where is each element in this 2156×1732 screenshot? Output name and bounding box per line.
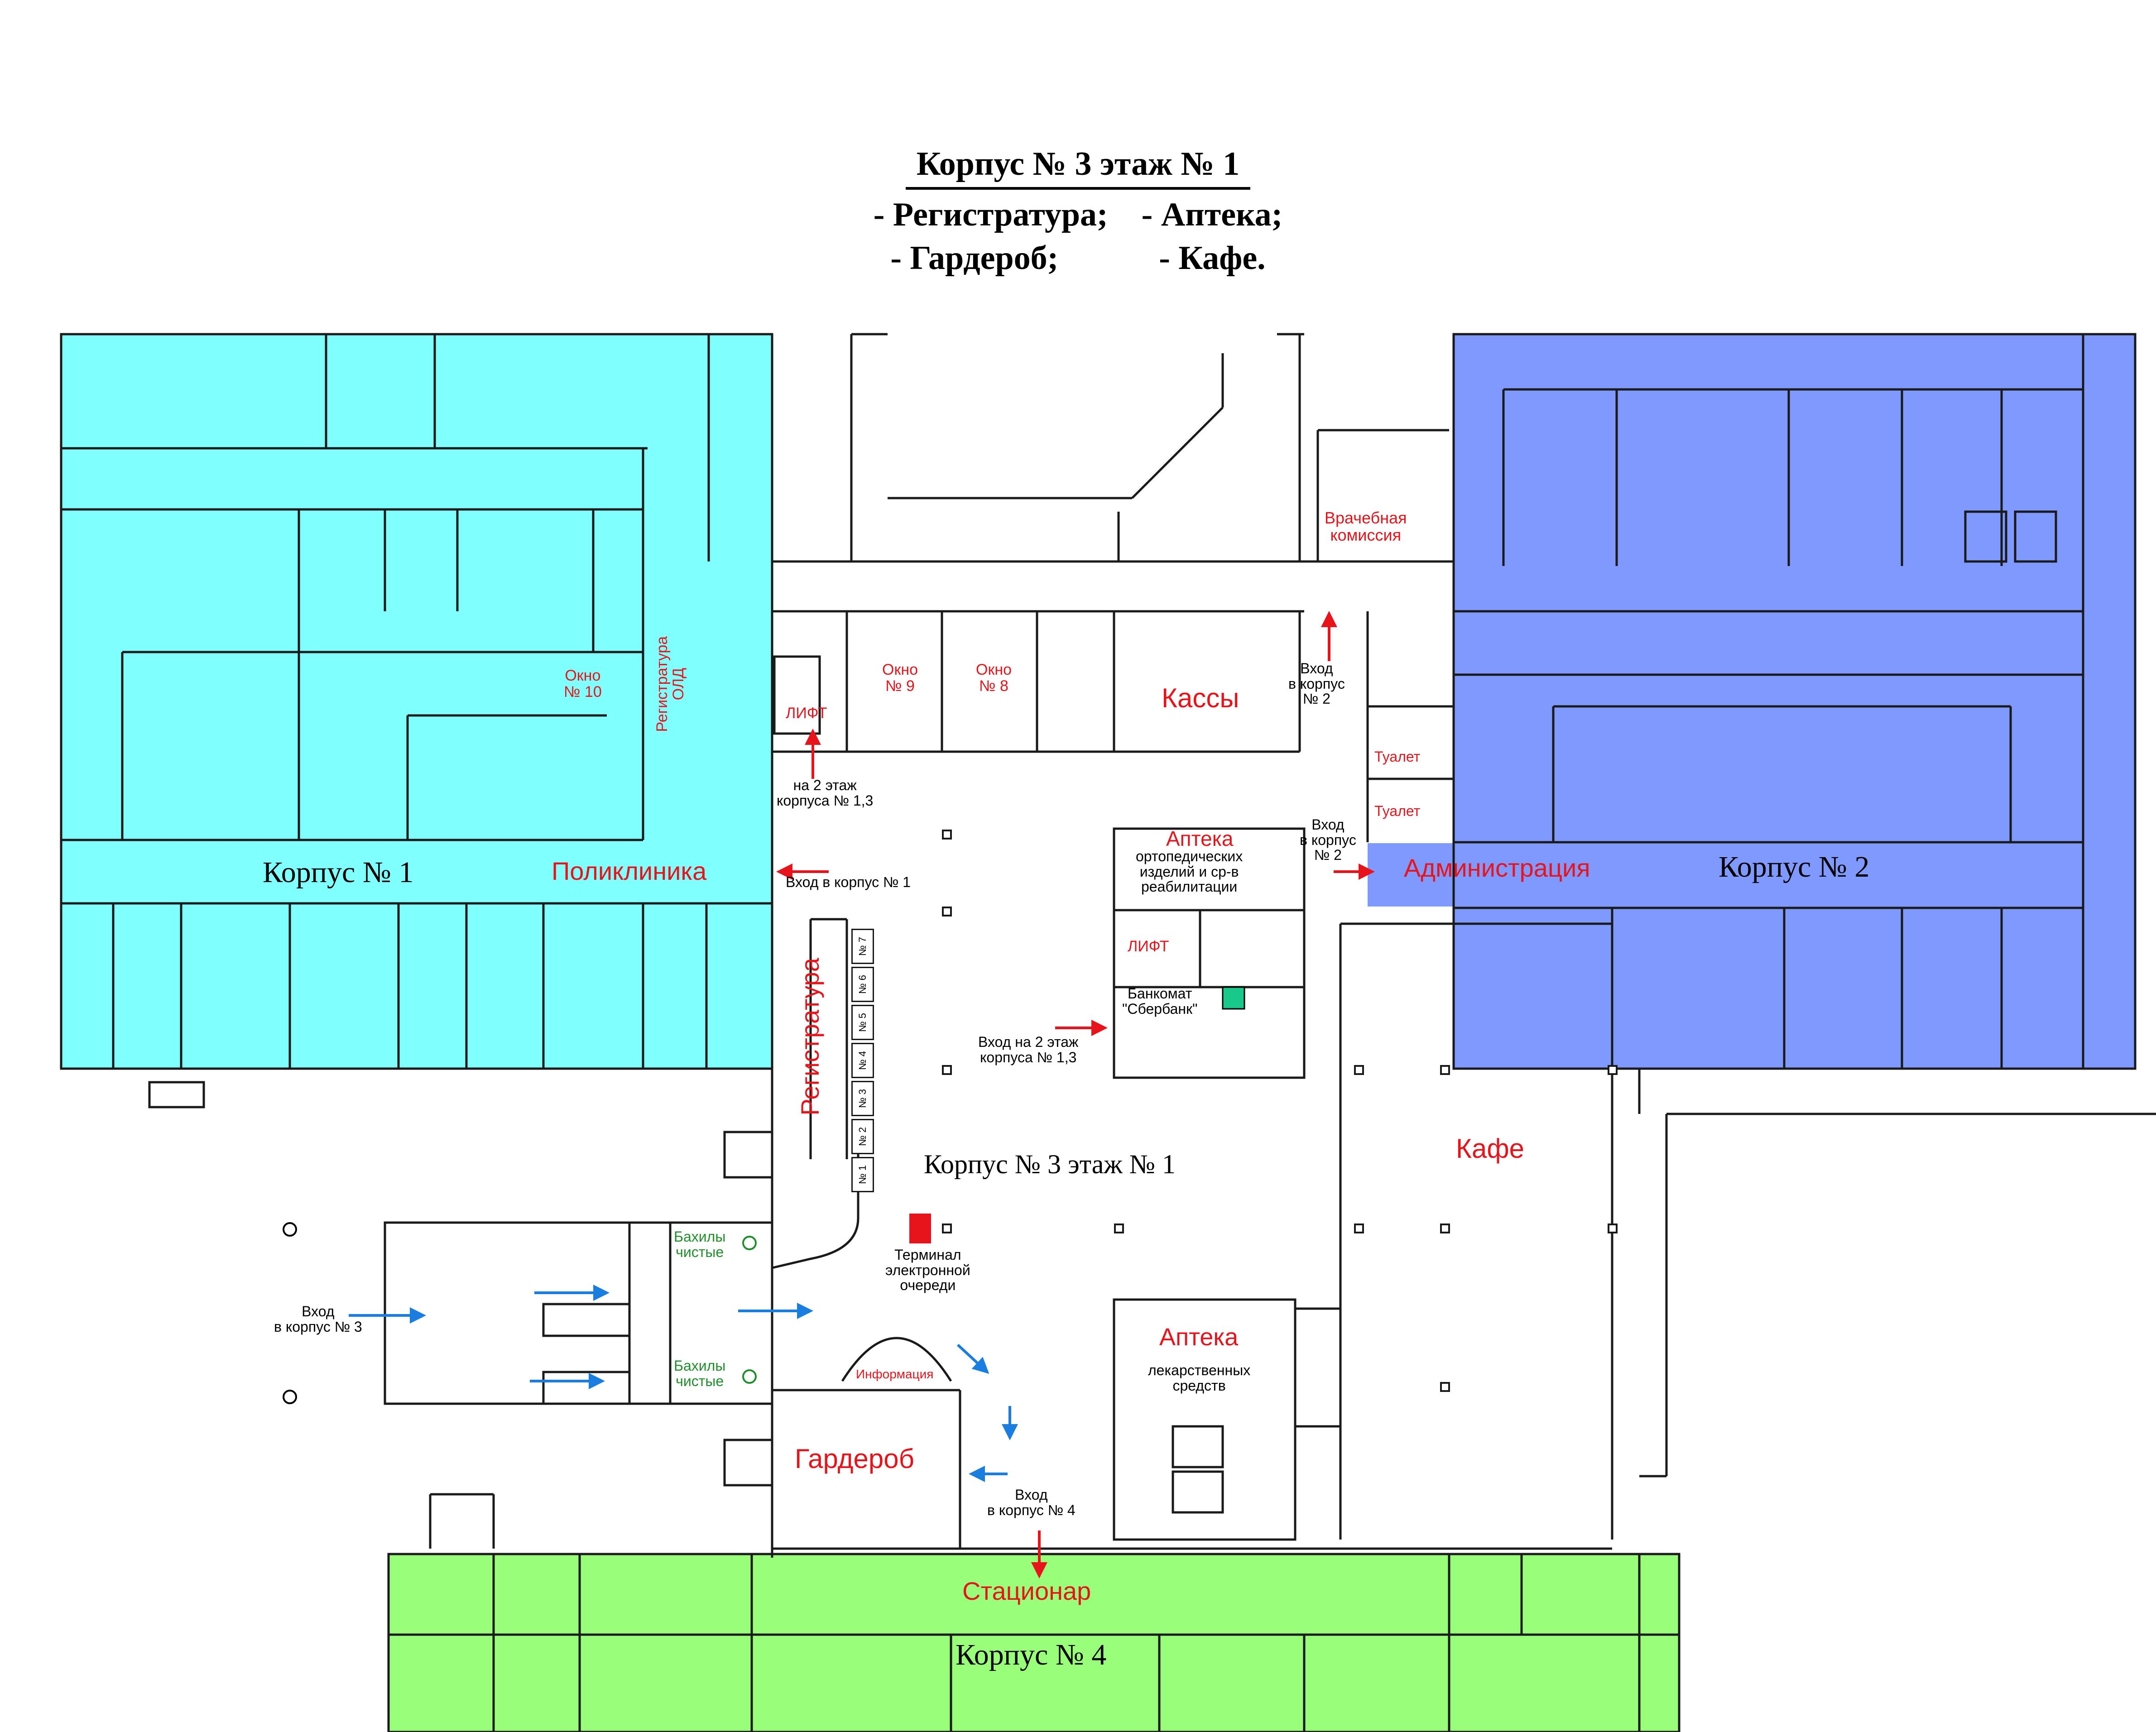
label-registratura: Регистратура [795, 958, 824, 1116]
label-korpus4: Корпус № 4 [956, 1638, 1107, 1671]
registration-window: № 5 [851, 1005, 874, 1040]
label-kafe: Кафе [1456, 1133, 1525, 1164]
label-kassy: Кассы [1162, 683, 1239, 713]
registration-window: № 7 [851, 929, 874, 964]
label-toilet-1: Туалет [1374, 748, 1421, 765]
outdoor-post-1 [283, 1222, 297, 1237]
label-okno10: Окно № 10 [564, 667, 602, 700]
label-registratura-old: Регистратура ОЛД [653, 636, 687, 732]
label-entry-k3: Вход в корпус № 3 [274, 1303, 362, 1335]
label-polyclinic: Поликлиника [552, 857, 707, 885]
bankomat-marker [1222, 986, 1245, 1010]
label-bakhily-1: Бахилы чистые [674, 1228, 726, 1260]
label-korpus2: Корпус № 2 [1719, 850, 1870, 883]
label-vrach-komissiya: Врачебная комиссия [1325, 509, 1407, 544]
korpus4-zone [389, 1554, 1679, 1732]
korpus2-zone [1454, 334, 2135, 1069]
blue-arrows [349, 1285, 1018, 1482]
label-lift-1: ЛИФТ [786, 705, 827, 722]
bakhily-bin-2 [742, 1369, 757, 1384]
label-apteka-drugs: Аптека [1159, 1324, 1239, 1351]
walls-korpus1 [60, 333, 773, 1070]
terminal-marker [909, 1214, 931, 1243]
red-arrows [776, 611, 1375, 1578]
bakhily-bin-1 [742, 1236, 757, 1250]
label-bankomat: Банкомат "Сбербанк" [1122, 985, 1198, 1017]
label-to-floor2: на 2 этаж корпуса № 1,3 [777, 777, 874, 809]
label-entry-k4: Вход в корпус № 4 [987, 1487, 1076, 1518]
walls-korpus2 [1452, 333, 2137, 1070]
arrow-blue-4 [956, 1343, 989, 1374]
korpus2-corridor-zone [1368, 843, 1454, 907]
label-informatsiya: Информация [856, 1367, 934, 1381]
page-title-text: Корпус № 3 этаж № 1 [905, 145, 1251, 190]
korpus1-zone [61, 334, 772, 1069]
registration-window: № 2 [851, 1119, 874, 1154]
label-stationary: Стационар [962, 1577, 1091, 1605]
registration-window-label: № 1 [857, 1165, 868, 1184]
label-okno8: Окно № 8 [976, 661, 1012, 695]
label-entry-k2-mid: Вход в корпус № 2 [1300, 816, 1356, 864]
registration-window-label: № 3 [857, 1089, 868, 1108]
label-administration: Администрация [1404, 854, 1590, 882]
registration-window-label: № 2 [857, 1127, 868, 1146]
label-garderob: Гардероб [795, 1444, 914, 1474]
walls-korpus4 [387, 1553, 1681, 1732]
label-okno9: Окно № 9 [882, 661, 918, 695]
label-korpus1: Корпус № 1 [263, 856, 414, 889]
registration-window-label: № 6 [857, 975, 868, 994]
label-entry-k2-top: Вход в корпус № 2 [1288, 660, 1345, 707]
label-entry-floor2: Вход на 2 этаж корпуса № 1,3 [978, 1034, 1079, 1065]
registration-window-label: № 7 [857, 937, 868, 956]
legend-line-2: - Гардероб; - Кафе. [890, 240, 1266, 277]
registration-window: № 3 [851, 1081, 874, 1116]
label-apteka-drugs-sub: лекарственных средств [1148, 1362, 1251, 1394]
walls-korpus3 [148, 333, 2156, 1558]
label-lift-2: ЛИФТ [1128, 938, 1169, 955]
label-apteka-ortho-sub: ортопедических изделий и ср-в реабилитац… [1136, 848, 1243, 895]
label-terminal: Терминал электронной очереди [885, 1247, 970, 1294]
label-toilet-2: Туалет [1374, 803, 1421, 819]
label-apteka-ortho: Аптека [1166, 827, 1234, 850]
legend-line-1: - Регистратура; - Аптека; [873, 196, 1283, 233]
registration-window-label: № 5 [857, 1013, 868, 1032]
registration-window-label: № 4 [857, 1051, 868, 1070]
registration-window: № 4 [851, 1043, 874, 1078]
columns [942, 830, 1618, 1392]
outdoor-post-2 [283, 1390, 297, 1404]
page-title: Корпус № 3 этаж № 1 [0, 145, 2156, 190]
registration-window: № 1 [851, 1157, 874, 1192]
registration-window: № 6 [851, 967, 874, 1002]
label-entry-k1: Вход в корпус № 1 [786, 874, 911, 890]
label-korpus3: Корпус № 3 этаж № 1 [924, 1149, 1176, 1179]
label-bakhily-2: Бахилы чистые [674, 1358, 726, 1389]
